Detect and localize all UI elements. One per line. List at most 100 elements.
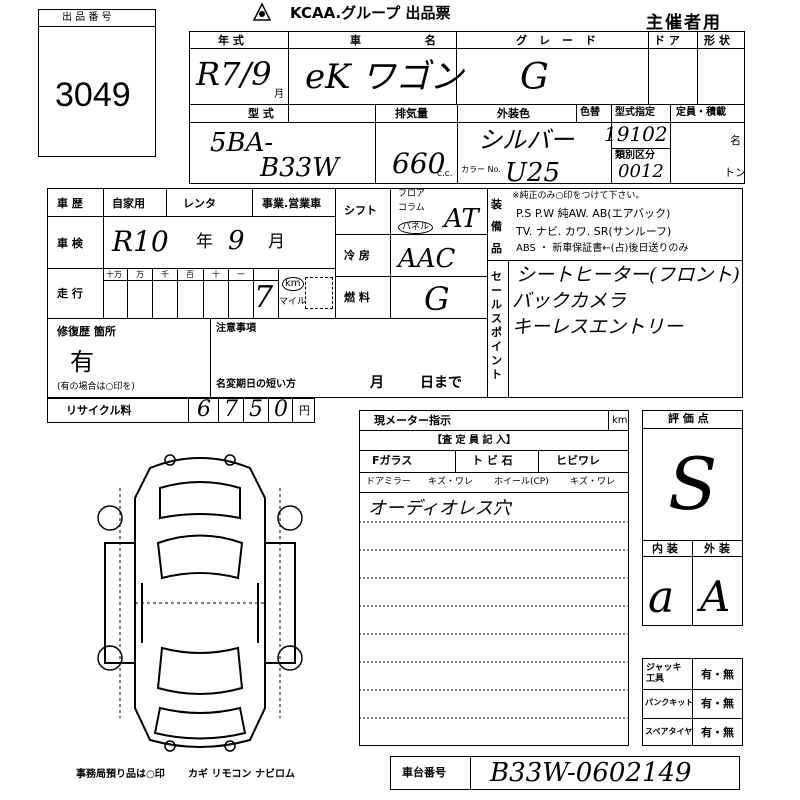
person-unit: 名 [730, 134, 741, 147]
interior-label: 内 装 [652, 542, 678, 555]
shape-label: 形 状 [704, 34, 730, 47]
car-name-label: 車 名 [350, 34, 466, 47]
lot-number-box [38, 9, 156, 157]
year-value: R7/9 [196, 55, 272, 93]
shift-option-column: コラム [398, 203, 425, 213]
puncture-kit-label: パンクキット [645, 698, 694, 707]
recycle-unit: 円 [299, 404, 310, 417]
spare-tire-value: 有・無 [701, 726, 734, 739]
shift-label: シフト [344, 204, 377, 217]
color-no-value: U25 [505, 158, 560, 188]
recycle-label: リサイクル料 [66, 404, 132, 417]
inspector-title: 【査 定 員 記 入】 [432, 435, 516, 446]
office-items: カギ リモコン ナビロム [188, 769, 295, 780]
inspection-label: 車 検 [57, 237, 83, 250]
model-value-2: B33W [260, 153, 339, 183]
repaint-label: 色替 [580, 107, 600, 118]
sales-point-item: バックカメラ [512, 290, 627, 312]
mileage-digit-label: 百 [186, 270, 194, 279]
mileage-digit-label: 十万 [106, 270, 122, 279]
category-value: 0012 [618, 161, 664, 182]
car-damage-diagram [97, 454, 303, 752]
mile-label: マイル [279, 297, 307, 307]
shift-option-floor: フロア [398, 189, 426, 199]
puncture-kit-value: 有・無 [701, 697, 734, 710]
ac-label: 冷 房 [344, 249, 370, 262]
equipment-line-3: ABS ・ 新車保証書←(占)後日送りのみ [516, 243, 689, 254]
model-label: 型 式 [248, 107, 274, 120]
sales-point-item: シートヒーター(フロント) [516, 264, 740, 286]
rating-score: S [668, 442, 718, 526]
interior-score: a [648, 572, 675, 623]
mileage-value: 7 [254, 280, 274, 315]
recycle-digit: 0 [274, 397, 288, 422]
color-label: 外装色 [497, 107, 530, 120]
year-label: 年 式 [218, 34, 244, 47]
meter-label: 現メーター指示 [374, 414, 451, 427]
jack-tool-value: 有・無 [701, 668, 734, 681]
inspection-month-unit: 月 [268, 232, 285, 252]
name-change-label: 名変期日の短い方 [216, 379, 296, 390]
inspector-scratch-1: キズ・ワレ [428, 477, 474, 487]
chassis-box [390, 756, 740, 790]
fuel-label: 燃 料 [344, 291, 370, 304]
name-change-month-unit: 月 [370, 375, 384, 391]
lot-number: 3049 [55, 76, 131, 114]
mile-checkbox[interactable] [305, 277, 333, 309]
grade-value: G [520, 57, 549, 98]
history-table [47, 188, 743, 398]
inspection-value: R10 [112, 225, 169, 258]
equipment-line-1: P.S P.W 純AW. AB(エアバック) [516, 207, 671, 220]
capacity-label: 定員・積載 [676, 107, 726, 118]
exterior-label: 外 装 [704, 542, 730, 555]
group-title: KCAA.グループ 出品票 [290, 4, 451, 22]
mileage-digit-label: 一 [237, 270, 245, 279]
ton-unit: トン [724, 166, 746, 179]
shift-value: AT [444, 204, 479, 234]
history-option-private: 自家用 [112, 197, 145, 210]
grade-label: グレード [516, 34, 608, 47]
inspection-month-value: 9 [228, 226, 245, 256]
equipment-line-2: TV. ナビ. カワ. SR(サンルーフ) [516, 225, 672, 238]
car-info-table [189, 31, 745, 184]
inspection-year-unit: 年 [196, 232, 213, 252]
displacement-label: 排気量 [395, 107, 428, 120]
color-value: シルバー [478, 126, 574, 154]
meter-unit: km [612, 415, 628, 426]
history-option-rental: レンタ [183, 197, 216, 210]
inspector-comment: オーディオレス穴 [368, 498, 511, 519]
recycle-digit: 7 [224, 397, 238, 422]
history-option-business: 事業.営業車 [262, 197, 322, 210]
repair-value: 有 [70, 348, 94, 376]
car-name-value: eK ワゴン [305, 57, 464, 97]
inspector-door-mirror: ドアミラー [366, 477, 411, 487]
equipment-label: 装備品 [491, 198, 502, 255]
sales-points-label: セールスポイント [491, 270, 502, 381]
mileage-digit-label: 万 [136, 270, 144, 279]
history-label: 車 歴 [57, 197, 83, 210]
inspector-crack: ヒビワレ [556, 454, 600, 467]
displacement-value: 660 [392, 147, 446, 180]
type-designation-label: 型式指定 [615, 107, 655, 118]
km-label: km [282, 277, 304, 291]
fuel-value: G [424, 280, 450, 318]
shift-option-panel: パネル [398, 221, 434, 234]
name-change-day-unit: 日まで [420, 375, 462, 391]
model-value-1: 5BA- [210, 128, 274, 158]
inspector-chip: ト ビ 石 [472, 454, 513, 467]
recycle-digit: 5 [249, 397, 263, 422]
type-designation-value: 19102 [604, 122, 668, 146]
repair-note: (有の場合は○印を) [57, 382, 135, 392]
rating-label: 評 価 点 [668, 412, 709, 425]
office-items-note: 事務局預り品は○印 [76, 769, 165, 780]
inspector-glass: Fガラス [372, 454, 413, 467]
year-month-unit: 月 [274, 89, 284, 100]
chassis-label: 車台番号 [402, 766, 446, 779]
equipment-note: ※純正のみ○印をつけて下さい。 [512, 191, 645, 201]
doors-label: ド ア [654, 34, 680, 47]
mileage-digit-label: 十 [212, 270, 220, 279]
organizer-label: 主催者用 [646, 13, 722, 33]
mileage-digit-label: 千 [161, 270, 169, 279]
exterior-score: A [700, 572, 731, 621]
lot-number-label: 出 品 番 号 [62, 12, 112, 23]
